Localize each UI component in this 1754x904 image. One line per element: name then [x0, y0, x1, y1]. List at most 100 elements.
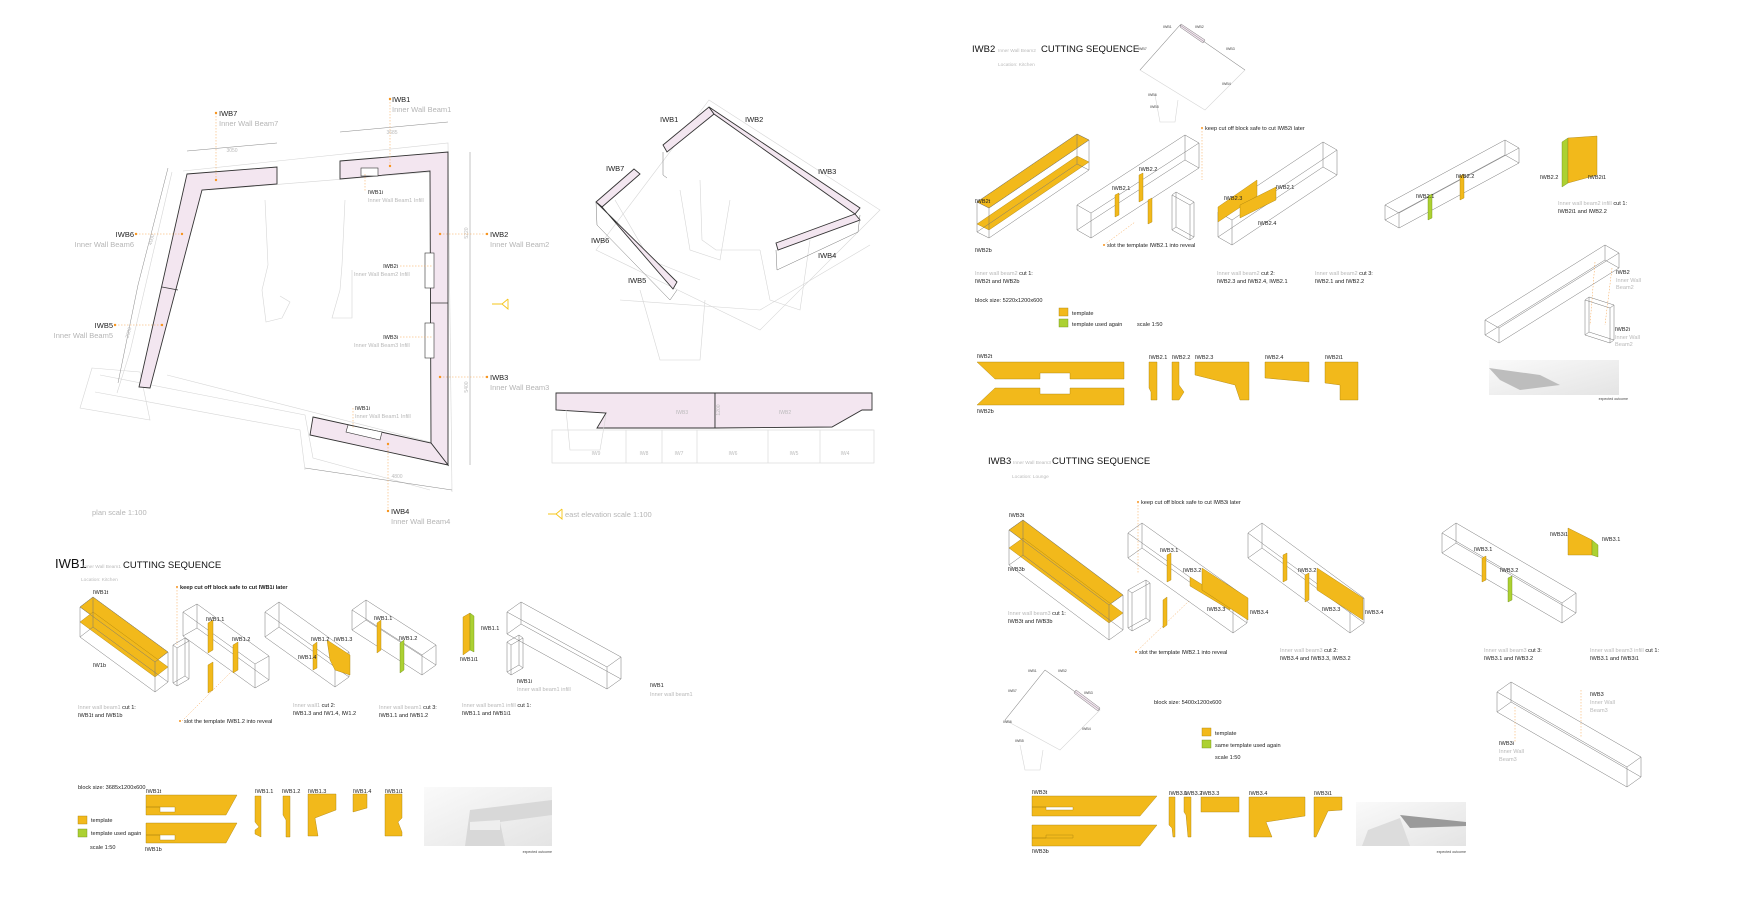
plan-label-iwb3: IWB3: [490, 373, 508, 382]
plan-name-iwb3: Inner Wall Beam3: [490, 383, 549, 392]
part-label: IWB2.2: [1456, 174, 1474, 180]
expected-outcome-label: expected outcome: [1599, 397, 1628, 401]
part-label: IWB2i: [1615, 327, 1630, 333]
elev-label-iwb2: IWB2: [779, 410, 791, 416]
plan-label-iwb7: IWB7: [219, 109, 237, 118]
legend-swatch-template: [77, 815, 88, 825]
part-label: IWB3.2: [1183, 568, 1201, 574]
step-caption: Inner wall beam3 cut 1:IWB3t and IWB3b: [1008, 611, 1066, 625]
part-label: IWB2i1: [1588, 175, 1606, 181]
iso-label-iwb4: IWB4: [818, 251, 836, 260]
svg-text:Inner wall beam2 cut 1:: Inner wall beam2 cut 1:: [975, 271, 1033, 277]
part-label: IWB2: [1616, 270, 1630, 276]
part-label: IWB3i1: [1550, 532, 1568, 538]
svg-text:IWB3b: IWB3b: [1032, 849, 1049, 855]
plan-scale: plan scale 1:100: [92, 508, 147, 517]
stock-block-cut1-result: [182, 603, 270, 689]
elev-wall-iw8: IW8: [640, 451, 649, 457]
plan-label-iwb2i: IWB2i: [383, 264, 398, 270]
section-subtitle: Inner Wall Beam2: [998, 48, 1036, 54]
svg-text:IWB3.1 and IWB3.2: IWB3.1 and IWB3.2: [1484, 656, 1533, 662]
plan-label-iwb2: IWB2: [490, 230, 508, 239]
part-label: IWB2b: [975, 248, 992, 254]
infill-block: [1584, 296, 1615, 344]
plan-name-iwb1i-b: Inner Wall Beam1 Infill: [355, 414, 411, 420]
part-label: IWB1t: [93, 590, 109, 596]
part-label: IWB2.2: [1139, 167, 1157, 173]
part-label: Inner Wall: [1615, 335, 1640, 341]
note-slot-template: slot the template IWB2.1 into reveal: [1107, 243, 1195, 249]
part-label: IWB1.3: [334, 637, 352, 643]
svg-text:Inner wall beam3 infill cut 1:: Inner wall beam3 infill cut 1:: [1590, 648, 1659, 654]
part-label: Inner Wall: [1499, 749, 1524, 755]
part-label: IWB1.2: [311, 637, 329, 643]
dim-iwb1: 3685: [386, 130, 397, 136]
iso-label-iwb1: IWB1: [660, 115, 678, 124]
dimension-lines: 3685 3050 4000 3000 5220 5400 4800: [117, 121, 471, 491]
svg-text:IWB3.4 and IWB3.3, IWB3.2: IWB3.4 and IWB3.3, IWB3.2: [1280, 656, 1351, 662]
plan-name-iwb1: Inner Wall Beam1: [392, 105, 451, 114]
block-size: block size: 3685x1200x600: [78, 785, 145, 791]
svg-text:IWB1t: IWB1t: [146, 789, 162, 795]
part-label: IWB3b: [1008, 567, 1025, 573]
elev-beam-iwb3: [555, 392, 716, 429]
iso-wall-iwb7: [595, 168, 641, 208]
svg-text:IWB2i1 and IWB2.2: IWB2i1 and IWB2.2: [1558, 209, 1607, 215]
part-label: IWB1.4: [298, 655, 316, 661]
part-label: IW1b: [93, 663, 106, 669]
iso-label-iwb5: IWB5: [628, 276, 646, 285]
infill-iwb1i-bottom: [345, 424, 383, 441]
svg-text:IWB6: IWB6: [1148, 93, 1157, 97]
stock-block-cut1: [1008, 519, 1124, 641]
svg-text:Inner wall beam2 infill cut 1:: Inner wall beam2 infill cut 1:: [1558, 201, 1627, 207]
isometric-overview: IWB1 IWB2 IWB3 IWB4 IWB5 IWB6 IWB7: [591, 99, 881, 361]
elev-wall-iw5: IW5: [790, 451, 799, 457]
stock-block-cut2: [264, 601, 350, 688]
stock-block-cut3b: [1441, 522, 1577, 624]
east-elevation: IWB3 IWB2 1200 IW9 IW8 IW7 IW6 IW5 IW4 e…: [548, 392, 875, 520]
elev-walls: [551, 409, 875, 464]
eye-icon: [548, 508, 563, 520]
iso-wall-iwb4: [775, 213, 861, 251]
part-label: IWB3.1: [1602, 537, 1620, 543]
part-label: IWB2.3: [1224, 196, 1242, 202]
svg-text:IWB1.3: IWB1.3: [308, 789, 326, 795]
iso-label-iwb2: IWB2: [745, 115, 763, 124]
iso-wall-iwb6-iwb5: [595, 201, 678, 290]
part-label: IWB3.2: [1500, 568, 1518, 574]
dim-iwb6: 4000: [148, 233, 157, 246]
part-label: IWB3.4: [1250, 610, 1268, 616]
part-label: IWB2.4: [1258, 221, 1276, 227]
svg-text:IWB1.2: IWB1.2: [282, 789, 300, 795]
part-label: IWB2.1: [1276, 185, 1294, 191]
part-label: IWB3.1: [1160, 548, 1178, 554]
expected-outcome-render: [1356, 802, 1466, 846]
part-label: IWB1.2: [399, 636, 417, 642]
expected-outcome-label: expected outcome: [1437, 850, 1466, 854]
svg-text:IWB2.1 and IWB2.2: IWB2.1 and IWB2.2: [1315, 279, 1364, 285]
stock-block-cut1-result: [1076, 134, 1200, 239]
part-label: Beam3: [1590, 708, 1608, 714]
svg-text:IWB3i1: IWB3i1: [1314, 791, 1332, 797]
dim-iwb2: 5220: [464, 227, 470, 238]
scale-label: scale 1:50: [1215, 755, 1241, 761]
wall-iwb7-iwb6-iwb5: [138, 166, 278, 389]
template-slab: [1008, 519, 1124, 606]
legend-swatch-again: [77, 828, 88, 838]
plan-label-iwb1i-b: IWB1i: [355, 406, 370, 412]
step-caption: Inner wall beam3 cut 2:IWB3.4 and IWB3.3…: [1280, 648, 1351, 662]
part-label: Inner wall beam1: [650, 692, 693, 698]
assembly-block: [1496, 681, 1642, 788]
legend-label: template: [91, 818, 112, 824]
offcut-block: [1171, 191, 1195, 241]
part-label: Inner Wall: [1616, 278, 1641, 284]
plan-name-iwb7: Inner Wall Beam7: [219, 119, 278, 128]
note-keep-block: keep cut off block safe to cut IWB1i lat…: [180, 585, 288, 591]
svg-text:IWB3.1: IWB3.1: [1169, 791, 1187, 797]
stock-block-cut3: [1384, 139, 1520, 229]
svg-text:IWB1.3 and IW1.4, IW1.2: IWB1.3 and IW1.4, IW1.2: [293, 711, 356, 717]
part-label: IWB1i: [517, 679, 532, 685]
dim-iwb4: 4800: [391, 474, 402, 480]
part-label: IWB3i: [1499, 741, 1514, 747]
